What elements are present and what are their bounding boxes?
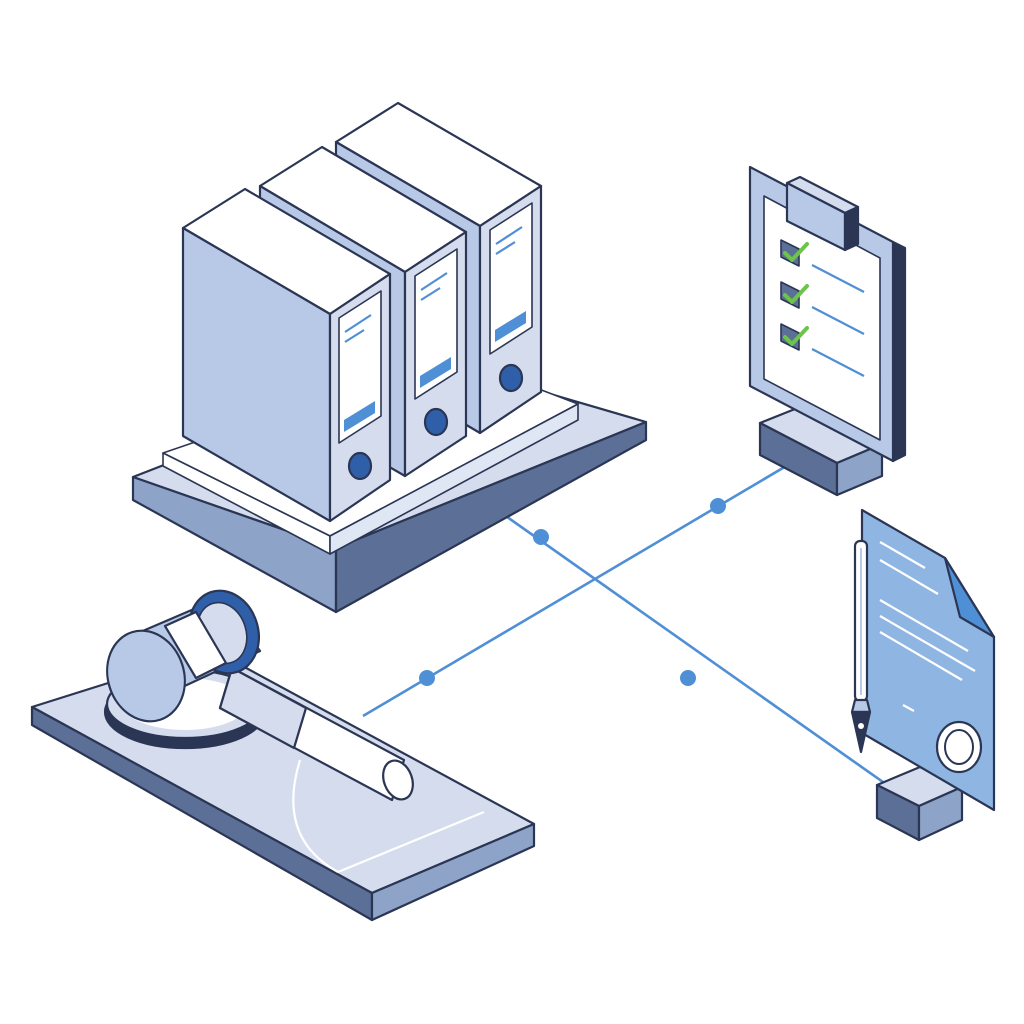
document-fold: [943, 556, 996, 639]
gavel-icon: [106, 589, 262, 723]
gavel-handle-collar: [218, 666, 308, 750]
check-icon: [783, 242, 809, 262]
checklist-clipboard-group: [748, 165, 907, 497]
binders-platform-group: [131, 101, 648, 614]
gavel-group: [30, 589, 536, 922]
checklist-row: [780, 239, 865, 293]
fountain-pen-icon: [850, 539, 872, 754]
binder-ring-hole: [347, 451, 373, 481]
checklist-row: [780, 323, 865, 377]
check-icon: [783, 284, 809, 304]
connector-network: [362, 460, 891, 789]
platform-right-face: [334, 420, 648, 614]
binder-ring-hole: [498, 363, 524, 393]
gavel-handle-end: [382, 759, 414, 801]
connector-node: [533, 529, 549, 545]
connector-node: [419, 670, 435, 686]
connector-line-to-document: [499, 510, 891, 789]
signed-document-group: [850, 508, 996, 842]
check-icon: [783, 326, 809, 346]
seal-icon: [935, 720, 983, 774]
platform-tray-edge-right: [329, 403, 579, 555]
checklist-row: [780, 281, 865, 335]
binder-ring-hole: [423, 407, 449, 437]
doc-stand-right: [917, 785, 964, 842]
gavel-band: [163, 610, 228, 680]
binder-front: [181, 187, 392, 523]
gavel-head-face: [106, 629, 186, 723]
connector-node: [680, 670, 696, 686]
clipboard-edge: [891, 240, 907, 463]
gavel-base-right: [370, 822, 536, 922]
clip-side: [843, 205, 860, 252]
stand-right: [835, 442, 884, 497]
connector-node: [710, 498, 726, 514]
